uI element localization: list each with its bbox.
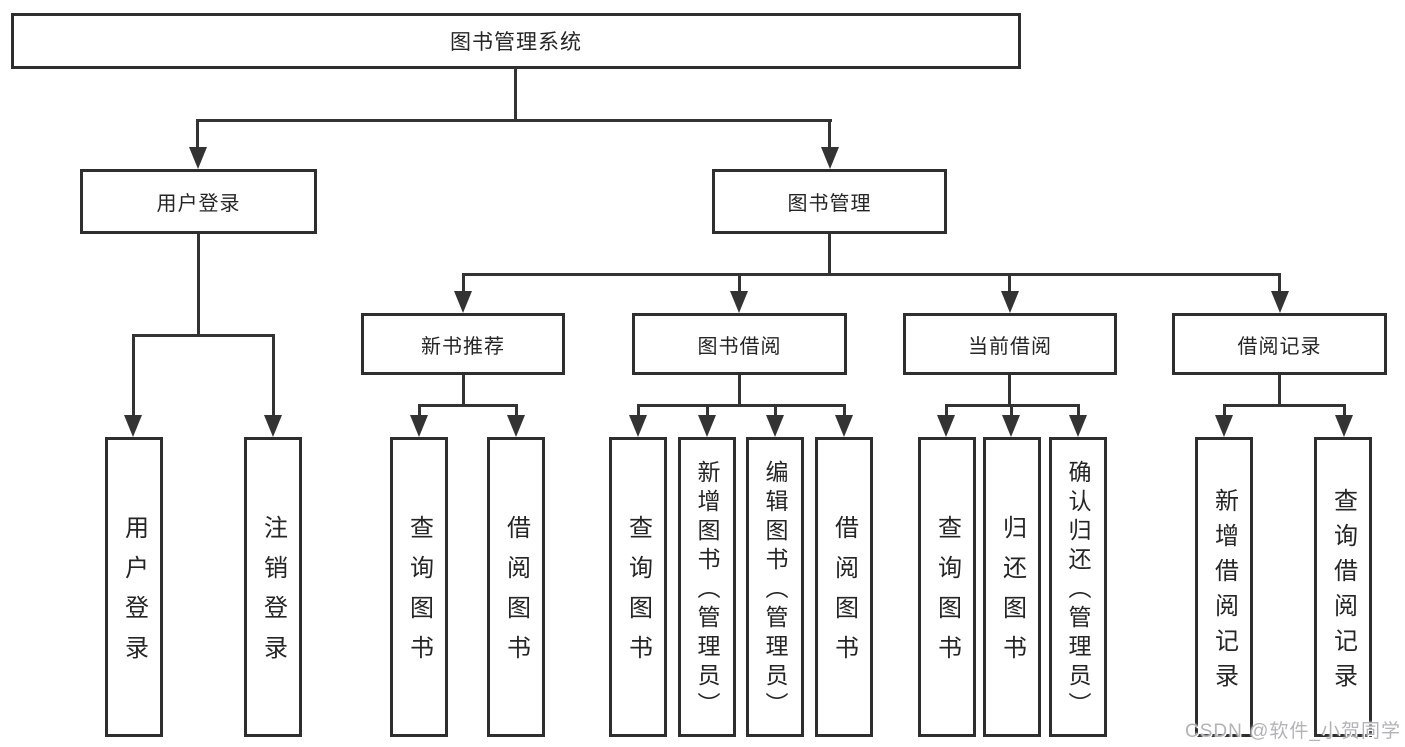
leaf-logout-label: 注销登录: [259, 515, 287, 675]
connector-line: [1223, 404, 1346, 407]
connector-line: [1278, 273, 1281, 293]
leaf-query-borrow-record-label: 查询借阅记录: [1329, 487, 1357, 698]
connector-line: [132, 334, 275, 337]
leaf-borrow-books: 借阅图书: [815, 437, 873, 737]
leaf-borrow-books-label: 借阅图书: [830, 515, 858, 675]
connector-line: [774, 404, 777, 417]
leaf-edit-books-admin: 编辑图书（管理员）: [746, 437, 804, 737]
connector-line: [418, 404, 518, 407]
connector-line: [272, 334, 275, 416]
leaf-add-books-admin-label: 新增图书（管理员）: [694, 459, 720, 721]
node-book-borrow-label: 图书借阅: [697, 335, 782, 358]
connector-line: [828, 234, 831, 276]
connector-line: [1278, 375, 1281, 406]
leaf-confirm-return-admin-label: 确认归还（管理员）: [1065, 459, 1091, 721]
node-user-login-label: 用户登录: [156, 193, 241, 215]
arrow-down-icon: [937, 415, 955, 437]
node-book-management: 图书管理: [712, 169, 947, 234]
node-borrow-records: 借阅记录: [1172, 313, 1387, 375]
arrow-down-icon: [629, 415, 647, 437]
leaf-add-borrow-record-label: 新增借阅记录: [1210, 487, 1238, 698]
leaf-query-books-recommend-label: 查询图书: [405, 515, 433, 675]
connector-line: [738, 375, 741, 406]
node-current-borrow-label: 当前借阅: [968, 335, 1052, 358]
arrow-down-icon: [766, 415, 784, 437]
node-root-label: 图书管理系统: [450, 31, 582, 54]
leaf-add-borrow-record: 新增借阅记录: [1195, 437, 1253, 737]
connector-line: [462, 273, 1281, 276]
leaf-user-login: 用户登录: [105, 437, 163, 737]
connector-line: [1077, 404, 1080, 417]
node-current-borrow: 当前借阅: [903, 313, 1117, 375]
csdn-watermark: CSDN @软件_小贺同学: [1185, 721, 1401, 742]
connector-line: [945, 404, 948, 417]
node-book-management-label: 图书管理: [787, 193, 872, 215]
arrow-down-icon: [507, 415, 525, 437]
connector-line: [132, 334, 135, 416]
connector-line: [197, 234, 200, 336]
leaf-edit-books-admin-label: 编辑图书（管理员）: [762, 459, 788, 721]
leaf-query-books-current: 查询图书: [918, 437, 976, 737]
connector-line: [828, 119, 831, 149]
connector-line: [637, 404, 846, 407]
leaf-query-books-current-label: 查询图书: [933, 515, 961, 675]
connector-line: [515, 404, 518, 417]
arrow-down-icon: [124, 415, 142, 437]
leaf-add-books-admin: 新增图书（管理员）: [678, 437, 736, 737]
leaf-query-borrow-record: 查询借阅记录: [1314, 437, 1372, 737]
connector-line: [1223, 404, 1226, 417]
connector-line: [196, 119, 832, 122]
arrow-down-icon: [1002, 415, 1020, 437]
arrow-down-icon: [821, 147, 839, 169]
connector-line: [1343, 404, 1346, 417]
connector-line: [418, 404, 421, 417]
arrow-down-icon: [264, 415, 282, 437]
leaf-confirm-return-admin: 确认归还（管理员）: [1049, 437, 1107, 737]
leaf-logout: 注销登录: [244, 437, 302, 737]
leaf-query-books-recommend: 查询图书: [390, 437, 448, 737]
connector-line: [738, 273, 741, 293]
connector-line: [462, 273, 465, 293]
arrow-down-icon: [1001, 291, 1019, 313]
arrow-down-icon: [1271, 291, 1289, 313]
arrow-down-icon: [189, 147, 207, 169]
arrow-down-icon: [835, 415, 853, 437]
node-new-book-recommend: 新书推荐: [361, 313, 565, 375]
connector-line: [706, 404, 709, 417]
connector-line: [1008, 375, 1011, 406]
arrow-down-icon: [1069, 415, 1087, 437]
leaf-borrow-books-recommend-label: 借阅图书: [502, 515, 530, 675]
arrow-down-icon: [410, 415, 428, 437]
node-root-system: 图书管理系统: [11, 13, 1021, 69]
leaf-user-login-label: 用户登录: [120, 515, 148, 675]
arrow-down-icon: [1215, 415, 1233, 437]
arrow-down-icon: [454, 291, 472, 313]
connector-line: [1010, 404, 1013, 417]
arrow-down-icon: [730, 291, 748, 313]
connector-line: [1008, 273, 1011, 293]
node-new-book-recommend-label: 新书推荐: [421, 335, 505, 358]
leaf-borrow-books-recommend: 借阅图书: [487, 437, 545, 737]
leaf-query-books-borrow: 查询图书: [609, 437, 667, 737]
arrow-down-icon: [698, 415, 716, 437]
node-user-login: 用户登录: [80, 169, 317, 234]
leaf-return-books: 归还图书: [983, 437, 1041, 737]
leaf-query-books-borrow-label: 查询图书: [624, 515, 652, 675]
arrow-down-icon: [1335, 415, 1353, 437]
connector-line: [843, 404, 846, 417]
leaf-return-books-label: 归还图书: [998, 515, 1026, 675]
connector-line: [196, 119, 199, 149]
connector-line: [514, 68, 517, 121]
connector-line: [637, 404, 640, 417]
node-book-borrow: 图书借阅: [632, 313, 847, 375]
connector-line: [462, 375, 465, 406]
node-borrow-records-label: 借阅记录: [1237, 335, 1322, 358]
